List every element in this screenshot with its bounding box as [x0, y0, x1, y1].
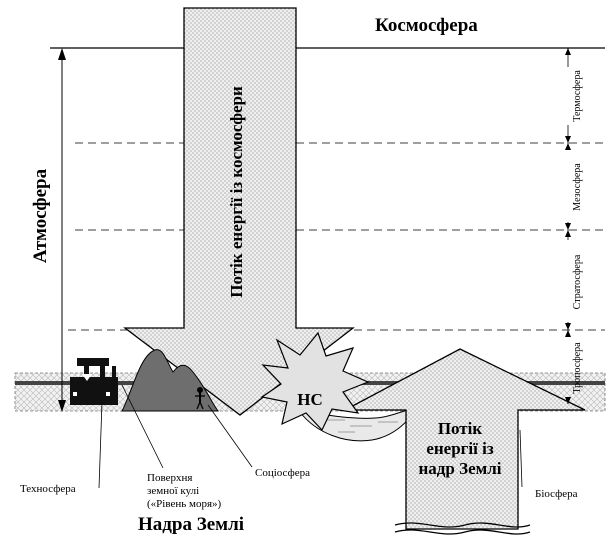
- mountain: [121, 349, 219, 412]
- layer-label-stratosphere: Стратосфера: [572, 254, 583, 309]
- layer-arrow-head: [565, 330, 571, 337]
- cosmos-flow-label: Потік енергії із космосфери: [227, 86, 246, 298]
- arrow-break: [394, 522, 531, 528]
- surface-line-3: («Рівень моря»): [147, 498, 222, 510]
- layer-arrow-head: [565, 323, 571, 330]
- earth-flow-line-3: надр Землі: [419, 459, 502, 478]
- layer-label-troposphere: Тропосфера: [572, 342, 583, 394]
- earth-interior-title: Надра Землі: [138, 514, 244, 535]
- person-icon: [195, 387, 205, 410]
- atmosphere-label: Атмосфера: [30, 168, 51, 263]
- emergency-starburst: [260, 331, 370, 432]
- layer-arrow-head: [565, 230, 571, 237]
- sociosphere-label: Соціосфера: [255, 467, 310, 479]
- layer-label-mesosphere: Мезосфера: [572, 163, 583, 211]
- emergency-label: НС: [297, 390, 323, 409]
- layer-arrow-head: [565, 223, 571, 230]
- surface-pointer: [121, 384, 164, 469]
- biosphere-label: Біосфера: [535, 488, 578, 500]
- layer-arrow-head: [565, 48, 571, 55]
- layer-arrow-head: [565, 397, 571, 404]
- earth-energy-arrow: [344, 348, 586, 530]
- factory-icon: [70, 358, 118, 405]
- surface-line-2: земної кулі: [147, 485, 199, 497]
- technosphere-label: Техносфера: [20, 483, 76, 495]
- layer-label-thermosphere: Термосфера: [572, 70, 583, 122]
- earth-flow-line-1: Потік: [438, 419, 483, 438]
- layer-range-arrows: [565, 48, 571, 404]
- atmosphere-range-arrow: [58, 48, 66, 412]
- technosphere-pointer: [98, 401, 103, 489]
- earth-flow-line-2: енергії із: [426, 439, 493, 458]
- surface-line-1: Поверхня: [147, 472, 192, 484]
- biosphere-pointer: [519, 429, 523, 488]
- sociosphere-pointer: [207, 404, 253, 468]
- cosmosphere-title: Космосфера: [375, 15, 478, 36]
- layer-arrow-head: [565, 143, 571, 150]
- layer-arrow-head: [565, 136, 571, 143]
